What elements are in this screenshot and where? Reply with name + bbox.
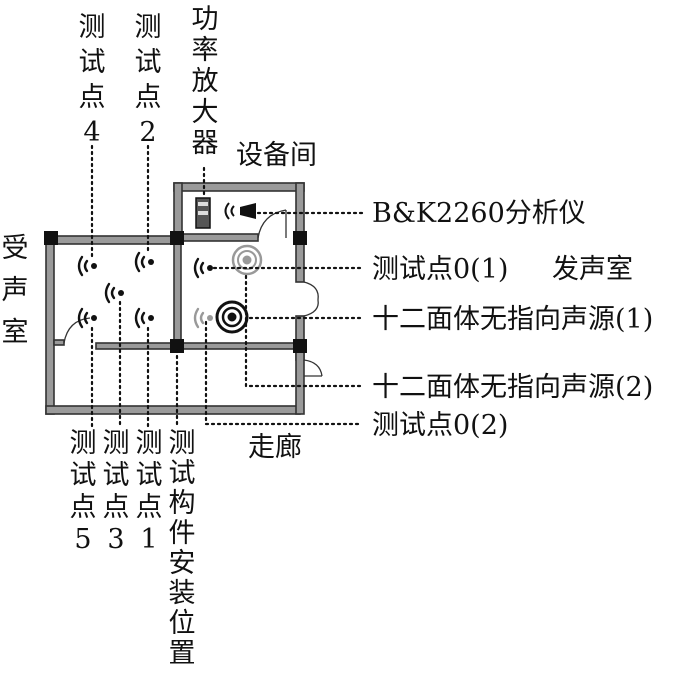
pillar	[293, 339, 307, 353]
leader-source-2	[244, 274, 364, 388]
wall-corridor-right	[295, 351, 305, 415]
corridor-label: 走廊	[248, 432, 302, 463]
wall-bottom	[45, 405, 301, 415]
wall-receiving-top	[49, 235, 181, 245]
door-corridor	[303, 359, 323, 377]
pillar	[44, 231, 58, 245]
mic-point-0-1-icon	[193, 257, 213, 279]
source-room-label: 发声室	[552, 254, 633, 285]
wall-right-middle	[295, 239, 305, 283]
source-2-label: 十二面体无指向声源(2)	[372, 372, 653, 403]
wall-stub	[53, 339, 65, 346]
point-0-2-label: 测试点0(2)	[372, 410, 508, 441]
leader-lines	[90, 144, 364, 430]
pillar	[170, 339, 184, 353]
receiving-room-label: 受声室	[2, 233, 29, 348]
source-1-label: 十二面体无指向声源(1)	[372, 304, 653, 335]
analyzer-label: B&K2260分析仪	[372, 198, 586, 229]
door-equipment	[257, 209, 287, 239]
analyzer-icon	[224, 202, 256, 220]
door-receiving	[63, 317, 91, 344]
walls	[45, 182, 305, 415]
amplifier-label: 功率放大器	[192, 4, 219, 159]
mic-point-3-icon	[104, 282, 124, 304]
mic-point-2-icon	[134, 251, 154, 273]
source-2-icon	[231, 244, 263, 276]
wall-specimen	[173, 235, 182, 349]
mic-point-1-icon	[134, 307, 154, 329]
pillar	[293, 231, 307, 245]
equipment-room-label: 设备间	[236, 140, 317, 171]
amplifier-icon	[195, 197, 211, 229]
mic-point-5-icon	[77, 307, 97, 329]
specimen-position-label: 测试构件安装位置	[169, 428, 196, 669]
pillar	[170, 231, 184, 245]
mic-point-4-icon	[77, 255, 97, 277]
point-0-1-label: 测试点0(1)	[372, 254, 508, 285]
source-1-icon	[215, 300, 249, 334]
doors	[63, 209, 323, 377]
pillars	[44, 231, 307, 353]
leader-point-0-2	[204, 320, 364, 426]
door-source-room	[303, 281, 319, 317]
mic-point-0-2-icon	[193, 307, 213, 329]
wall-partition	[95, 342, 303, 350]
wall-equipment-bottom	[179, 233, 259, 242]
wall-receiving-left	[45, 235, 55, 415]
wall-equipment-top	[173, 182, 305, 192]
